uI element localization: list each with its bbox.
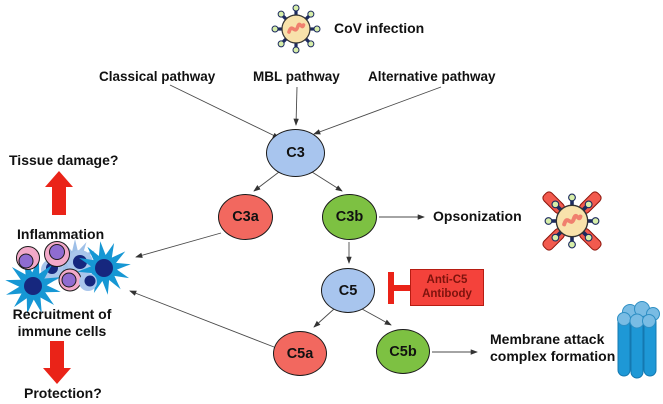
immune-cells-icon (0, 237, 135, 320)
node-c5b: C5b (376, 329, 430, 374)
alternative-pathway-label: Alternative pathway (368, 69, 496, 84)
mac-formation-label: Membrane attack complex formation (490, 331, 615, 365)
cov-infection-label: CoV infection (334, 20, 425, 36)
tissue-damage-up-arrow-icon (45, 171, 73, 215)
classical-pathway-label: Classical pathway (99, 69, 216, 84)
anti-c5-line1: Anti-C5 (426, 274, 468, 286)
recruitment-label: Recruitment of immune cells (0, 306, 124, 340)
inhibition-tbar-icon (388, 272, 411, 304)
protection-label: Protection? (24, 385, 102, 401)
mbl-pathway-label: MBL pathway (253, 69, 340, 84)
mac-line1: Membrane attack (490, 331, 605, 347)
opsonized-virus-icon (542, 191, 602, 251)
protection-down-arrow-icon (43, 341, 71, 384)
node-c3b: C3b (322, 194, 377, 240)
coronavirus-icon (270, 3, 322, 55)
anti-c5-antibody-box: Anti-C5 Antibody (410, 269, 484, 306)
node-c3a: C3a (218, 194, 273, 240)
anti-c5-line2: Antibody (422, 287, 472, 300)
recruitment-line1: Recruitment of (12, 306, 112, 322)
mac-line2: complex formation (490, 348, 616, 364)
node-c5: C5 (321, 268, 375, 313)
recruitment-line2: immune cells (17, 323, 107, 339)
node-c3: C3 (266, 129, 325, 177)
node-c5a: C5a (273, 331, 327, 376)
mac-pore-icon (617, 301, 660, 379)
inflammation-label: Inflammation (17, 226, 105, 242)
connector-arrows (129, 84, 478, 355)
tissue-damage-label: Tissue damage? (9, 152, 119, 168)
opsonization-label: Opsonization (433, 208, 522, 224)
